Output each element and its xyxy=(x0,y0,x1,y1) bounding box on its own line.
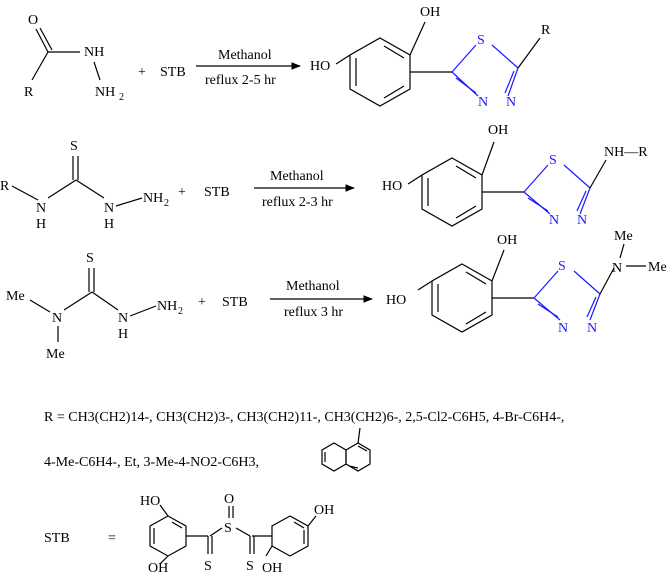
naphthyl-structure xyxy=(321,427,371,472)
stb-definition: STB = HO OH S S O S OH OH xyxy=(44,492,334,572)
atom-oh: OH xyxy=(262,561,282,572)
hydrazide-reactant: O R NH NH 2 xyxy=(24,13,124,103)
atom-h: H xyxy=(118,327,128,342)
atom-nh2: NH xyxy=(157,299,177,314)
reaction-2: S R N H N H NH 2 + STB Methanol reflux 2… xyxy=(0,123,648,232)
condition-time: reflux 2-5 hr xyxy=(205,73,276,88)
atom-o: O xyxy=(28,13,38,28)
atom-n: N xyxy=(52,311,62,326)
atom-s: S xyxy=(204,559,212,572)
stb-label: STB xyxy=(44,531,70,546)
atom-n: N xyxy=(104,201,114,216)
atom-o: O xyxy=(224,492,234,507)
atom-oh: OH xyxy=(148,561,168,572)
thiosemicarbazide-reactant: S R N H N H NH 2 xyxy=(0,139,169,232)
atom-me: Me xyxy=(46,347,65,362)
atom-me: Me xyxy=(614,229,633,244)
atom-r: R xyxy=(541,23,551,38)
atom-n: N xyxy=(577,213,587,228)
reaction-arrow-2: Methanol reflux 2-3 hr xyxy=(254,169,355,210)
r-definition-line-1: R = CH3(CH2)14-, CH3(CH2)3-, CH3(CH2)11-… xyxy=(44,410,564,425)
atom-oh: OH xyxy=(420,5,440,20)
atom-nh2: NH xyxy=(143,191,163,206)
atom-n: N xyxy=(558,321,568,336)
atom-n: N xyxy=(478,95,488,110)
r-definition-line-2: 4-Me-C6H4-, Et, 3-Me-4-NO2-C6H3, xyxy=(44,455,259,470)
r-group-definitions: R = CH3(CH2)14-, CH3(CH2)3-, CH3(CH2)11-… xyxy=(44,410,564,472)
atom-oh: OH xyxy=(488,123,508,138)
atom-r: R xyxy=(24,85,34,100)
equals-sign: = xyxy=(108,531,116,546)
reagent-stb: STB xyxy=(204,185,230,200)
atom-n: N xyxy=(118,311,128,326)
atom-s: S xyxy=(477,33,485,48)
plus-sign: + xyxy=(198,295,206,310)
atom-ho: HO xyxy=(382,179,402,194)
thiadiazole-product-2: OH HO S N N NH—R xyxy=(382,123,648,228)
atom-nh: NH xyxy=(84,45,104,60)
atom-n: N xyxy=(587,321,597,336)
atom-s: S xyxy=(224,521,232,536)
atom-h: H xyxy=(36,217,46,232)
plus-sign: + xyxy=(138,65,146,80)
atom-s: S xyxy=(86,251,94,266)
condition-solvent: Methanol xyxy=(286,279,340,294)
reagent-stb: STB xyxy=(160,65,186,80)
reagent-stb: STB xyxy=(222,295,248,310)
atom-ho: HO xyxy=(310,59,330,74)
condition-time: reflux 2-3 hr xyxy=(262,195,333,210)
condition-solvent: Methanol xyxy=(270,169,324,184)
dimethyl-thiosemicarbazide-reactant: S N Me Me N H NH 2 xyxy=(6,251,183,362)
subscript: 2 xyxy=(164,198,169,209)
plus-sign: + xyxy=(178,185,186,200)
atom-me: Me xyxy=(648,260,667,275)
atom-r: R xyxy=(0,179,10,194)
atom-ho: HO xyxy=(140,494,160,509)
atom-oh: OH xyxy=(314,503,334,518)
condition-time: reflux 3 hr xyxy=(284,305,343,320)
atom-s: S xyxy=(246,559,254,572)
atom-nh2: NH xyxy=(95,85,115,100)
atom-n: N xyxy=(506,95,516,110)
atom-n: N xyxy=(36,201,46,216)
atom-s: S xyxy=(70,139,78,154)
reaction-arrow-1: Methanol reflux 2-5 hr xyxy=(196,48,301,88)
thiadiazole-product-1: OH HO S N N R xyxy=(310,5,551,110)
thiadiazole-product-3: OH HO S N N N Me Me xyxy=(386,229,667,336)
atom-s: S xyxy=(558,259,566,274)
atom-oh: OH xyxy=(497,233,517,248)
atom-nh-substituent: NH—R xyxy=(604,145,648,160)
condition-solvent: Methanol xyxy=(218,48,272,63)
reaction-3: S N Me Me N H NH 2 + STB Methanol reflux… xyxy=(6,229,667,362)
atom-me: Me xyxy=(6,289,25,304)
atom-n: N xyxy=(549,213,559,228)
atom-ho: HO xyxy=(386,293,406,308)
atom-n: N xyxy=(612,261,622,276)
atom-h: H xyxy=(104,217,114,232)
subscript: 2 xyxy=(119,92,124,103)
reaction-1: O R NH NH 2 + STB Methanol reflux 2-5 hr xyxy=(24,5,551,110)
subscript: 2 xyxy=(178,306,183,317)
reaction-arrow-3: Methanol reflux 3 hr xyxy=(270,279,373,320)
atom-s: S xyxy=(549,153,557,168)
